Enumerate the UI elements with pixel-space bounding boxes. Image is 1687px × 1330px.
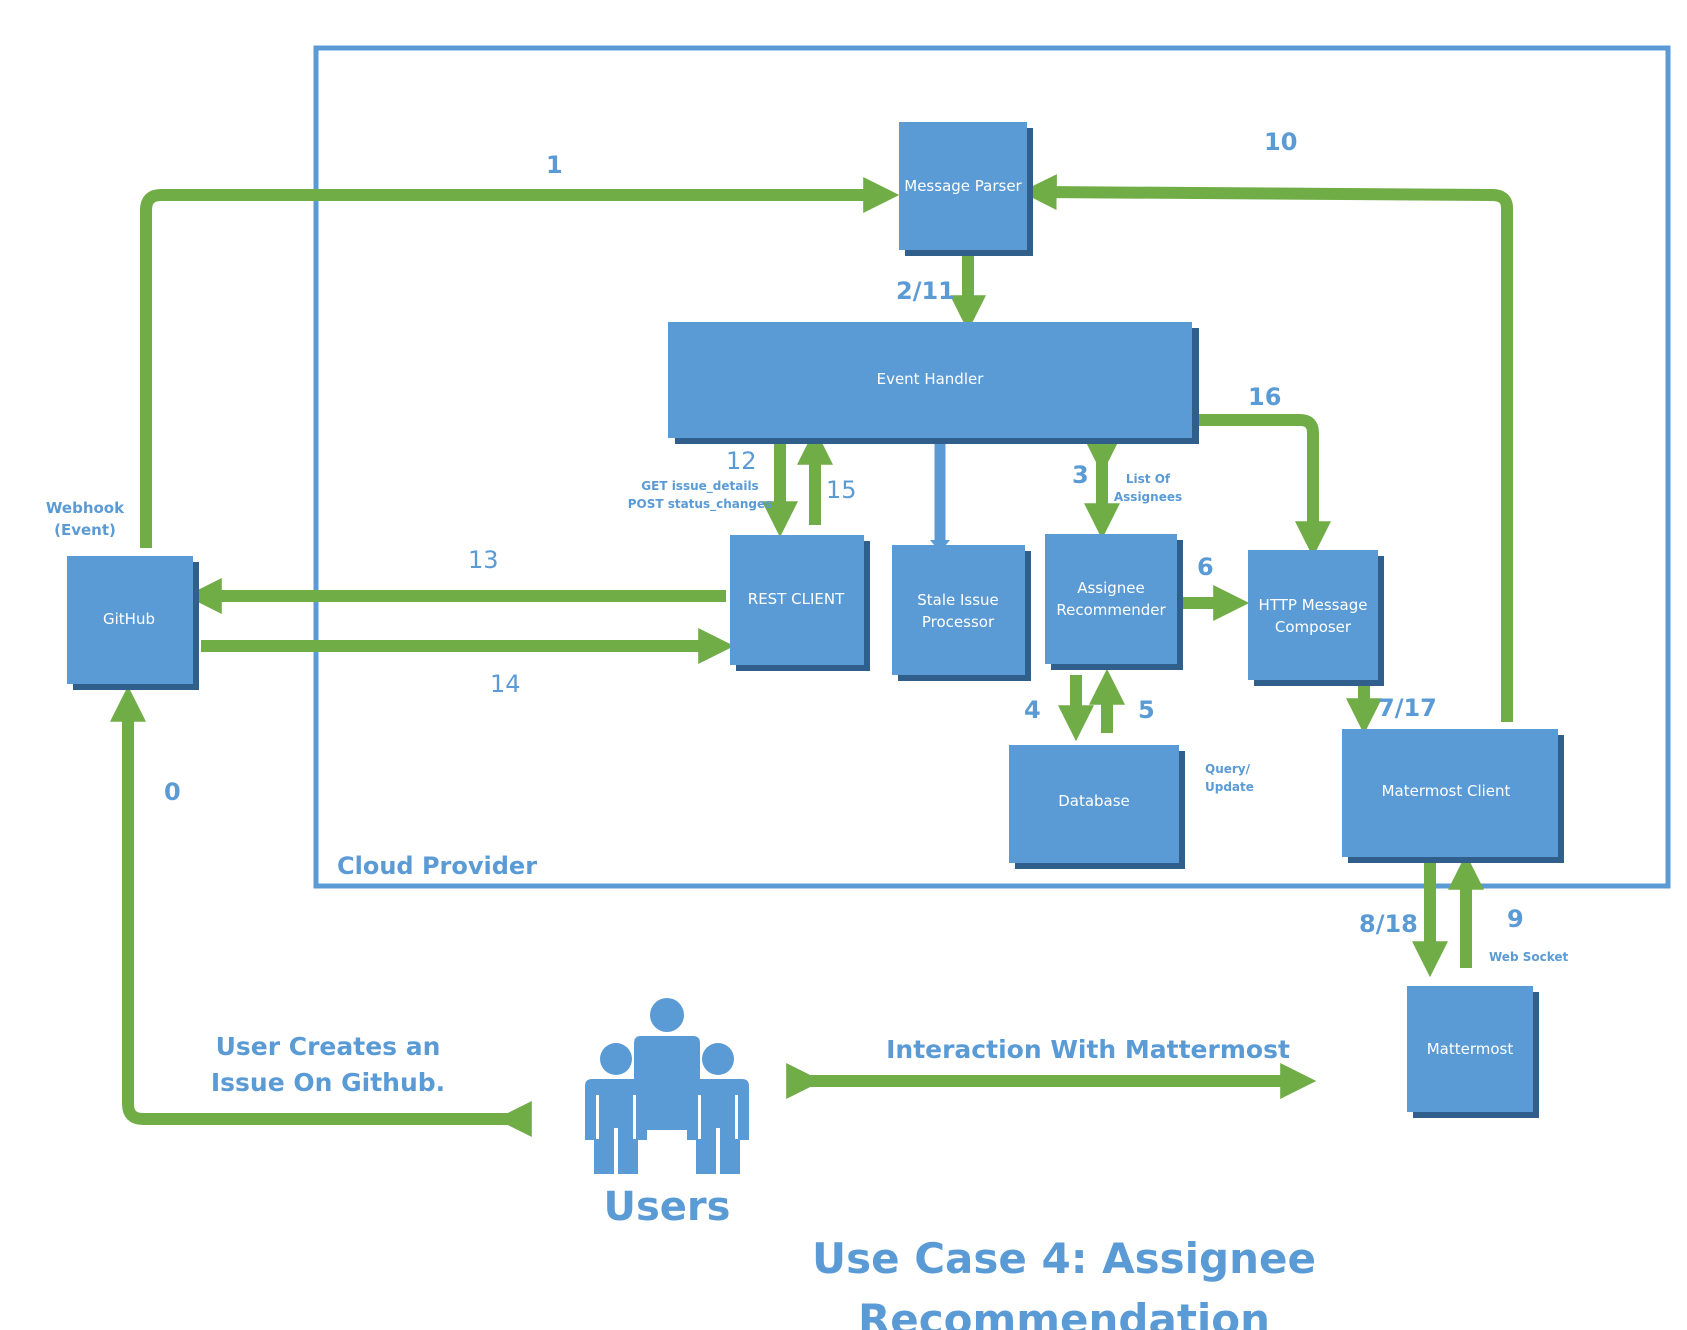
webhook-label-2: (Event): [54, 521, 116, 539]
step-13: 13: [468, 546, 499, 574]
step-8-18: 8/18: [1359, 910, 1418, 938]
step-14: 14: [490, 670, 521, 698]
github-box: GitHub: [67, 556, 199, 690]
list-of-assignees-label-2: Assignees: [1114, 490, 1182, 504]
web-socket-label: Web Socket: [1489, 950, 1569, 964]
step-3: 3: [1072, 461, 1089, 489]
message-parser-box: Message Parser: [899, 122, 1033, 256]
rest-client-label: REST CLIENT: [748, 590, 845, 608]
query-update-label-2: Update: [1205, 780, 1254, 794]
step-12: 12: [726, 447, 757, 475]
title-line-1: Use Case 4: Assignee: [812, 1234, 1316, 1283]
arrow-16-handler-to-composer: [1192, 414, 1331, 558]
step-16: 16: [1248, 383, 1281, 411]
step-5: 5: [1138, 696, 1155, 724]
step-1: 1: [546, 151, 563, 179]
stale-issue-label-2: Processor: [922, 613, 995, 631]
mattermost-box: Mattermost: [1407, 986, 1539, 1118]
rest-calls-label-2: POST status_changes: [628, 497, 773, 512]
event-handler-box: Event Handler: [668, 322, 1199, 444]
users-icon: [585, 998, 749, 1174]
rest-calls-label-1: GET issue_details: [641, 479, 758, 494]
step-9: 9: [1507, 905, 1524, 933]
assignee-recommender-box: Assignee Recommender: [1045, 534, 1183, 670]
http-composer-label-2: Composer: [1275, 618, 1352, 636]
arrow-1-github-to-parser: [140, 177, 900, 548]
message-parser-label: Message Parser: [904, 177, 1022, 195]
assignee-recommender-label-1: Assignee: [1077, 579, 1145, 597]
step-10: 10: [1264, 128, 1297, 156]
step-2-11: 2/11: [896, 277, 955, 305]
list-of-assignees-label-1: List Of: [1126, 472, 1171, 486]
title-line-2: Recommendation: [858, 1295, 1270, 1330]
mattermost-client-label: Matermost Client: [1382, 782, 1511, 800]
database-label: Database: [1058, 792, 1130, 810]
query-update-label-1: Query/: [1205, 762, 1251, 776]
step-6: 6: [1197, 553, 1214, 581]
mattermost-client-box: Matermost Client: [1342, 729, 1564, 863]
user-creates-issue-label-1: User Creates an: [216, 1032, 441, 1061]
github-label: GitHub: [103, 610, 155, 628]
mattermost-label: Mattermost: [1427, 1040, 1514, 1058]
arrow-0-users-github: [110, 685, 532, 1137]
webhook-label-1: Webhook: [46, 499, 125, 517]
stale-issue-label-1: Stale Issue: [917, 591, 999, 609]
cloud-provider-label: Cloud Provider: [337, 852, 537, 880]
stale-issue-processor-box: Stale Issue Processor: [892, 545, 1031, 681]
step-7-17: 7/17: [1378, 694, 1437, 722]
rest-client-box: REST CLIENT: [730, 535, 870, 671]
arrow-10-client-to-parser: [1020, 174, 1513, 722]
event-handler-label: Event Handler: [877, 370, 985, 388]
step-15: 15: [826, 476, 857, 504]
cloud-provider-frame: [313, 45, 1671, 889]
database-box: Database: [1009, 745, 1185, 869]
interaction-mattermost-label: Interaction With Mattermost: [886, 1035, 1290, 1064]
http-message-composer-box: HTTP Message Composer: [1248, 550, 1384, 686]
step-4: 4: [1024, 696, 1041, 724]
users-label: Users: [604, 1184, 731, 1230]
http-composer-label-1: HTTP Message: [1259, 596, 1368, 614]
assignee-recommender-label-2: Recommender: [1056, 601, 1166, 619]
step-0: 0: [164, 778, 181, 806]
user-creates-issue-label-2: Issue On Github.: [211, 1068, 445, 1097]
